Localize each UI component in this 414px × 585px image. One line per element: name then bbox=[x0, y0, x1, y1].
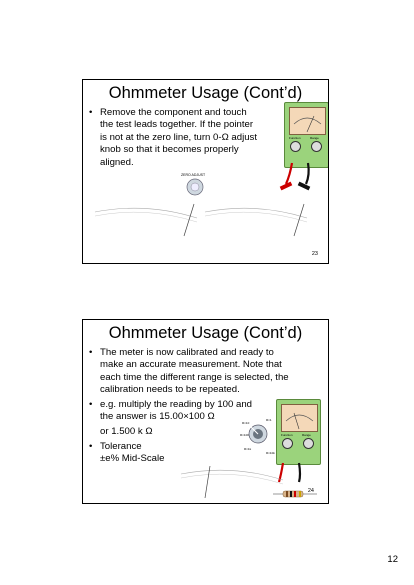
bullet-line: knob so that it becomes properly bbox=[100, 144, 239, 156]
meter-face bbox=[289, 107, 326, 135]
range-knob bbox=[311, 141, 322, 152]
multimeter-illustration: Function Range bbox=[284, 102, 328, 168]
test-leads-icon bbox=[279, 162, 311, 191]
bullet-line: Tolerance bbox=[100, 440, 142, 452]
slide-title: Ohmmeter Usage (Cont’d) bbox=[108, 324, 303, 342]
bullet-line: ±e% Mid-Scale bbox=[100, 453, 165, 465]
bullet-line: is not at the zero line, turn 0-Ω adjust bbox=[100, 131, 258, 143]
meter-face bbox=[281, 404, 318, 432]
slide-title: Ohmmeter Usage (Cont’d) bbox=[108, 84, 303, 102]
ohm-scale-icon bbox=[180, 465, 284, 499]
bullet-item: Remove the component and touch the test … bbox=[89, 107, 284, 169]
bullet-item: The meter is now calibrated and ready to… bbox=[89, 347, 325, 397]
range-selector-dial-icon: R×1 R×10 R×100 R×1k R×10k bbox=[240, 418, 275, 455]
bullet-list: Remove the component and touch the test … bbox=[89, 107, 284, 171]
range-label: Range bbox=[302, 433, 311, 437]
slide-23: Ohmmeter Usage (Cont’d) Remove the compo… bbox=[82, 79, 329, 264]
slide-24: Ohmmeter Usage (Cont’d) The meter is now… bbox=[82, 319, 329, 504]
function-knob bbox=[282, 438, 293, 449]
multimeter-illustration: Function Range bbox=[276, 399, 321, 465]
ohm-scale-right-icon bbox=[204, 203, 308, 237]
svg-text:R×100: R×100 bbox=[240, 433, 249, 437]
zero-adjust-knob-icon bbox=[186, 178, 204, 196]
function-label: Function bbox=[289, 136, 301, 140]
svg-text:R×1k: R×1k bbox=[244, 447, 252, 451]
bullet-line: the answer is 15.00×100 Ω bbox=[100, 411, 215, 423]
bullet-line: make an accurate measurement. Note that bbox=[100, 359, 282, 371]
bullet-line: the test leads together. If the pointer bbox=[100, 119, 254, 131]
bullet-line: The meter is now calibrated and ready to bbox=[100, 347, 274, 358]
bullet-list: The meter is now calibrated and ready to… bbox=[89, 347, 325, 468]
svg-text:R×10: R×10 bbox=[242, 421, 250, 425]
page-number: 12 bbox=[387, 554, 398, 565]
bullet-line: e.g. multiply the reading by 100 and bbox=[100, 398, 253, 410]
svg-text:R×1: R×1 bbox=[266, 418, 272, 422]
bullet-item: e.g. multiply the reading by 100 and the… bbox=[89, 399, 325, 439]
bullet-line: each time the different range is selecte… bbox=[100, 371, 289, 383]
bullet-line: calibration needs to be repeated. bbox=[100, 384, 240, 396]
bullet-item: Tolerance ±e% Mid-Scale bbox=[89, 441, 325, 466]
ohm-scale-left-icon bbox=[94, 203, 198, 237]
meter-scale-icon bbox=[285, 412, 314, 430]
bullet-line: or 1.500 k Ω bbox=[100, 426, 153, 438]
range-knob bbox=[303, 438, 314, 449]
meter-scale-icon bbox=[293, 115, 322, 133]
slide-number: 24 bbox=[307, 488, 314, 494]
bullet-line: aligned. bbox=[100, 156, 134, 168]
function-knob bbox=[290, 141, 301, 152]
zero-adjust-label: ZERO ADJUST bbox=[181, 173, 206, 177]
slide-number: 23 bbox=[311, 251, 318, 257]
range-label: Range bbox=[310, 136, 319, 140]
svg-text:R×10k: R×10k bbox=[266, 451, 275, 455]
bullet-line: Remove the component and touch bbox=[100, 107, 247, 118]
test-leads-resistor-icon bbox=[273, 462, 317, 498]
function-label: Function bbox=[281, 433, 293, 437]
